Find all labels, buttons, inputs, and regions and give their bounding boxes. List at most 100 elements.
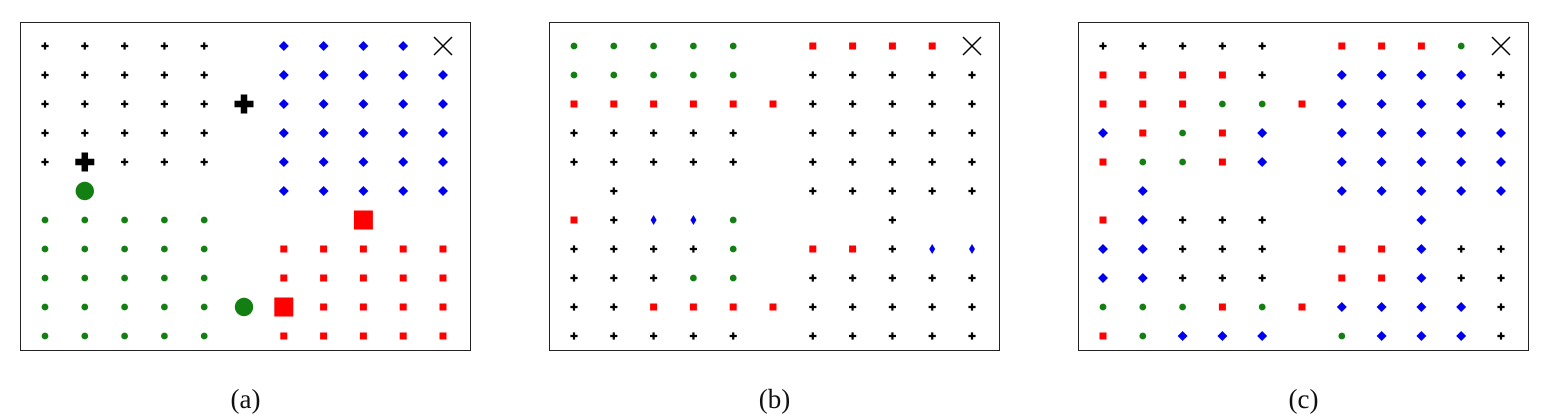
plus-marker bbox=[888, 245, 896, 253]
plus-marker bbox=[809, 158, 817, 166]
square-marker bbox=[320, 332, 328, 340]
plus-marker bbox=[81, 71, 89, 79]
circle-marker bbox=[81, 245, 89, 253]
circle-marker bbox=[1139, 332, 1147, 340]
plus-marker bbox=[1258, 245, 1266, 253]
square-marker bbox=[1179, 100, 1187, 108]
circle-marker bbox=[161, 216, 168, 224]
diamond-marker bbox=[318, 70, 329, 80]
circle-marker bbox=[1258, 303, 1266, 311]
plus-marker bbox=[41, 71, 49, 79]
diamond-marker bbox=[278, 41, 289, 51]
circle-marker bbox=[650, 42, 657, 50]
plus-marker bbox=[928, 71, 936, 79]
plus-marker bbox=[121, 158, 129, 166]
circle-marker bbox=[570, 42, 578, 50]
plus-marker bbox=[729, 332, 737, 340]
circle-marker bbox=[610, 71, 618, 79]
diamond-marker bbox=[438, 186, 448, 196]
diamond-marker bbox=[278, 186, 289, 196]
plus-marker bbox=[1179, 216, 1187, 224]
circle-marker bbox=[121, 216, 128, 224]
plus-marker bbox=[928, 129, 936, 137]
cross-marker bbox=[1491, 36, 1511, 56]
diamond-marker bbox=[1336, 186, 1347, 196]
plus-marker bbox=[809, 129, 817, 137]
plus-marker bbox=[650, 158, 658, 166]
square-marker bbox=[928, 42, 936, 50]
diamond-marker bbox=[1336, 302, 1347, 312]
square-marker bbox=[1298, 303, 1306, 311]
plus-marker bbox=[1457, 274, 1465, 282]
plus-marker bbox=[121, 100, 129, 108]
diamond-marker bbox=[358, 41, 369, 51]
plus-marker bbox=[41, 100, 49, 108]
plus-marker bbox=[849, 129, 857, 137]
plus-marker bbox=[968, 332, 976, 340]
diamond-marker bbox=[438, 99, 448, 109]
circle-marker bbox=[1099, 303, 1107, 311]
diamond-marker bbox=[318, 99, 329, 109]
plus-marker bbox=[41, 129, 49, 137]
diamond-marker bbox=[1456, 186, 1467, 196]
circle-marker bbox=[729, 245, 737, 253]
circle-marker bbox=[121, 245, 128, 253]
circle-marker bbox=[1179, 158, 1186, 166]
diamond-marker bbox=[398, 186, 409, 196]
diamond-marker bbox=[318, 157, 329, 167]
circle-marker bbox=[200, 216, 208, 224]
large-circle-marker bbox=[75, 181, 94, 201]
plus-marker bbox=[928, 332, 936, 340]
plus-marker bbox=[1457, 245, 1465, 253]
diamond-marker bbox=[1137, 215, 1148, 225]
plus-marker bbox=[928, 303, 936, 311]
square-marker bbox=[399, 274, 407, 282]
plus-marker bbox=[570, 158, 578, 166]
plus-marker bbox=[570, 303, 578, 311]
plus-marker bbox=[1497, 71, 1505, 79]
plus-marker bbox=[689, 129, 697, 137]
square-marker bbox=[769, 100, 777, 108]
diamond-marker bbox=[1336, 128, 1347, 138]
plus-marker bbox=[610, 332, 618, 340]
plus-marker bbox=[928, 158, 936, 166]
plus-marker bbox=[200, 100, 208, 108]
plus-marker bbox=[888, 303, 896, 311]
square-marker bbox=[399, 303, 407, 311]
plus-marker bbox=[888, 158, 896, 166]
diamond-marker bbox=[318, 128, 329, 138]
square-marker bbox=[1099, 100, 1107, 108]
panel-a bbox=[20, 22, 471, 351]
diamond-marker bbox=[438, 70, 448, 80]
circle-marker bbox=[690, 42, 697, 50]
large-plus-marker bbox=[234, 94, 254, 114]
plus-marker bbox=[689, 158, 697, 166]
plus-marker bbox=[160, 129, 168, 137]
circle-marker bbox=[41, 303, 49, 311]
circle-marker bbox=[1338, 332, 1346, 340]
diamond-marker bbox=[1416, 70, 1427, 80]
diamond-marker bbox=[1137, 273, 1148, 283]
square-marker bbox=[439, 245, 447, 253]
square-marker bbox=[1139, 129, 1147, 137]
circle-marker bbox=[1258, 100, 1266, 108]
diamond-marker bbox=[1257, 157, 1268, 167]
large-square-marker bbox=[353, 210, 373, 230]
plus-marker bbox=[729, 129, 737, 137]
thin-diamond-marker bbox=[650, 215, 657, 225]
plus-marker bbox=[968, 71, 976, 79]
diamond-marker bbox=[398, 70, 409, 80]
square-marker bbox=[809, 245, 817, 253]
diamond-marker bbox=[1098, 273, 1108, 283]
circle-marker bbox=[161, 303, 168, 311]
circle-marker bbox=[729, 71, 737, 79]
plus-marker bbox=[610, 245, 618, 253]
circle-marker bbox=[121, 303, 128, 311]
plus-marker bbox=[1218, 245, 1226, 253]
cross-marker bbox=[962, 36, 982, 56]
diamond-marker bbox=[438, 157, 448, 167]
plus-marker bbox=[928, 187, 936, 195]
plus-marker bbox=[1258, 42, 1266, 50]
square-marker bbox=[280, 245, 288, 253]
circle-marker bbox=[690, 71, 697, 79]
